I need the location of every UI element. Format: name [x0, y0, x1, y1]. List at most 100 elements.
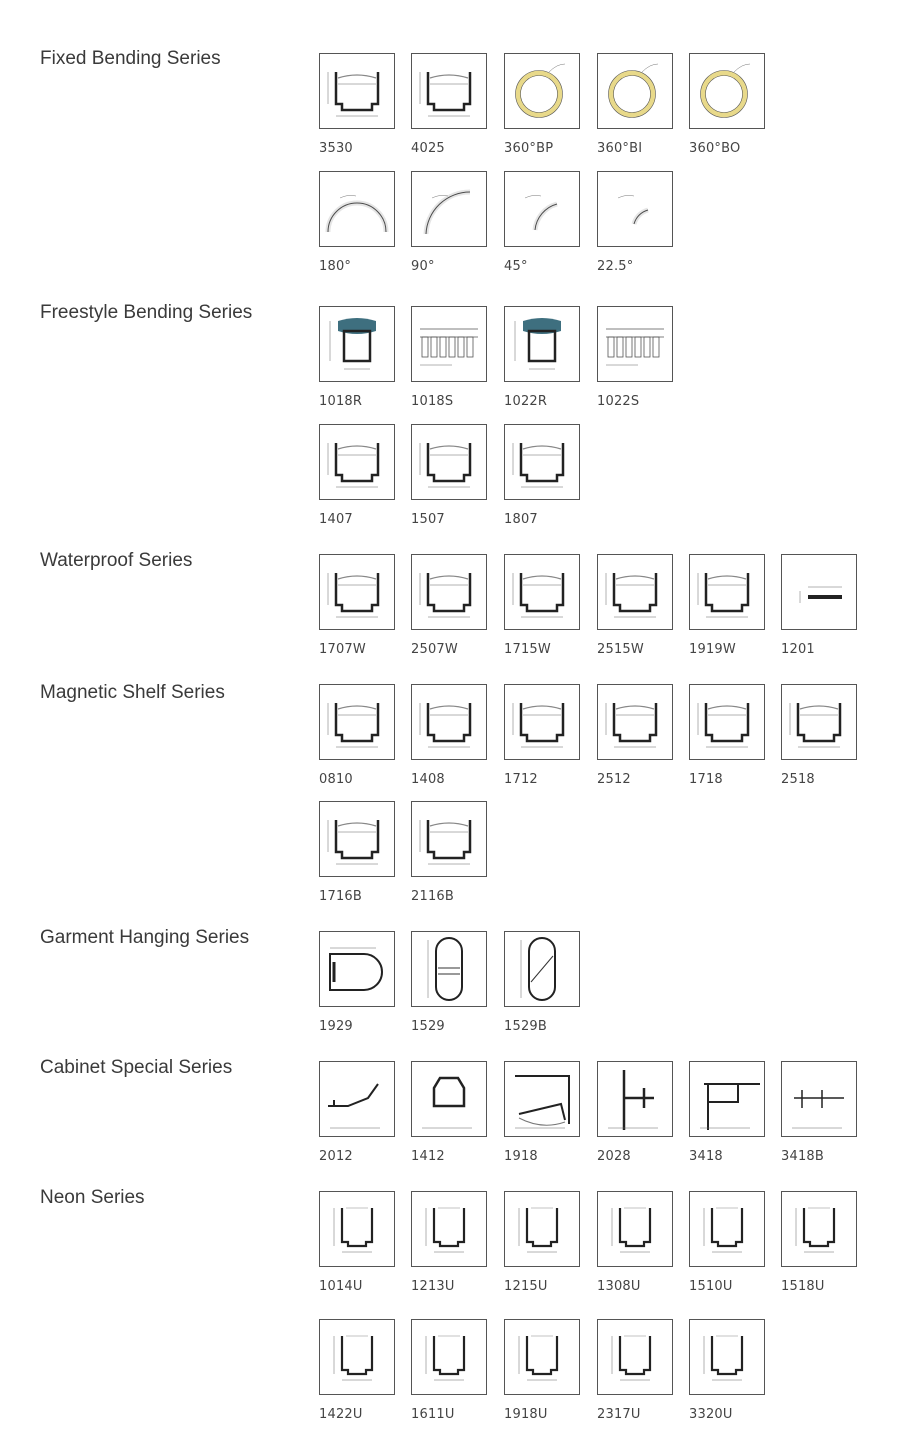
product-tile[interactable]: 1718 — [689, 684, 765, 787]
profile-thumbnail[interactable] — [504, 1061, 580, 1137]
product-tile[interactable]: 1716B — [319, 801, 395, 904]
product-tile[interactable]: 2507W — [411, 554, 487, 657]
profile-thumbnail[interactable] — [319, 306, 395, 382]
product-tile[interactable]: 360°BP — [504, 53, 580, 156]
profile-thumbnail[interactable] — [319, 53, 395, 129]
product-code[interactable]: 1529 — [411, 1019, 445, 1034]
product-tile[interactable]: 1529 — [411, 931, 487, 1034]
profile-thumbnail[interactable] — [597, 171, 673, 247]
profile-thumbnail[interactable] — [689, 53, 765, 129]
product-code[interactable]: 1422U — [319, 1407, 363, 1422]
product-code[interactable]: 1707W — [319, 642, 366, 657]
product-code[interactable]: 2515W — [597, 642, 644, 657]
product-code[interactable]: 1408 — [411, 772, 445, 787]
profile-thumbnail[interactable] — [597, 1061, 673, 1137]
product-code[interactable]: 1014U — [319, 1279, 363, 1294]
product-tile[interactable]: 1422U — [319, 1319, 395, 1422]
product-tile[interactable]: 3320U — [689, 1319, 765, 1422]
product-code[interactable]: 180° — [319, 259, 352, 274]
product-code[interactable]: 1716B — [319, 889, 363, 904]
profile-thumbnail[interactable] — [319, 171, 395, 247]
product-tile[interactable]: 360°BI — [597, 53, 673, 156]
product-code[interactable]: 3418B — [781, 1149, 825, 1164]
profile-thumbnail[interactable] — [411, 801, 487, 877]
product-tile[interactable]: 2317U — [597, 1319, 673, 1422]
profile-thumbnail[interactable] — [504, 1319, 580, 1395]
product-code[interactable]: 1529B — [504, 1019, 548, 1034]
product-code[interactable]: 22.5° — [597, 259, 634, 274]
product-tile[interactable]: 1611U — [411, 1319, 487, 1422]
product-code[interactable]: 1611U — [411, 1407, 455, 1422]
product-tile[interactable]: 1407 — [319, 424, 395, 527]
product-tile[interactable]: 2028 — [597, 1061, 673, 1164]
product-tile[interactable]: 1919W — [689, 554, 765, 657]
profile-thumbnail[interactable] — [411, 931, 487, 1007]
product-tile[interactable]: 1308U — [597, 1191, 673, 1294]
profile-thumbnail[interactable] — [411, 1191, 487, 1267]
product-tile[interactable]: 2512 — [597, 684, 673, 787]
profile-thumbnail[interactable] — [597, 53, 673, 129]
profile-thumbnail[interactable] — [781, 1191, 857, 1267]
product-code[interactable]: 3418 — [689, 1149, 723, 1164]
product-code[interactable]: 2317U — [597, 1407, 641, 1422]
profile-thumbnail[interactable] — [504, 306, 580, 382]
product-code[interactable]: 1213U — [411, 1279, 455, 1294]
product-code[interactable]: 1308U — [597, 1279, 641, 1294]
product-code[interactable]: 1807 — [504, 512, 538, 527]
product-tile[interactable]: 3418 — [689, 1061, 765, 1164]
product-code[interactable]: 1518U — [781, 1279, 825, 1294]
product-tile[interactable]: 2518 — [781, 684, 857, 787]
product-code[interactable]: 1018S — [411, 394, 454, 409]
product-tile[interactable]: 4025 — [411, 53, 487, 156]
product-code[interactable]: 1510U — [689, 1279, 733, 1294]
product-code[interactable]: 1929 — [319, 1019, 353, 1034]
product-tile[interactable]: 1018R — [319, 306, 395, 409]
product-code[interactable]: 90° — [411, 259, 435, 274]
profile-thumbnail[interactable] — [319, 1061, 395, 1137]
product-tile[interactable]: 2012 — [319, 1061, 395, 1164]
product-tile[interactable]: 1707W — [319, 554, 395, 657]
product-code[interactable]: 45° — [504, 259, 528, 274]
product-code[interactable]: 1022R — [504, 394, 548, 409]
profile-thumbnail[interactable] — [689, 1061, 765, 1137]
profile-thumbnail[interactable] — [411, 306, 487, 382]
product-tile[interactable]: 2116B — [411, 801, 487, 904]
product-code[interactable]: 1022S — [597, 394, 640, 409]
product-code[interactable]: 1718 — [689, 772, 723, 787]
product-tile[interactable]: 1022S — [597, 306, 673, 409]
product-tile[interactable]: 1408 — [411, 684, 487, 787]
profile-thumbnail[interactable] — [597, 554, 673, 630]
profile-thumbnail[interactable] — [411, 684, 487, 760]
product-code[interactable]: 360°BO — [689, 141, 741, 156]
profile-thumbnail[interactable] — [689, 554, 765, 630]
product-tile[interactable]: 3530 — [319, 53, 395, 156]
profile-thumbnail[interactable] — [781, 554, 857, 630]
product-tile[interactable]: 1215U — [504, 1191, 580, 1294]
product-tile[interactable]: 1918U — [504, 1319, 580, 1422]
product-tile[interactable]: 1712 — [504, 684, 580, 787]
product-tile[interactable]: 45° — [504, 171, 580, 274]
product-tile[interactable]: 1201 — [781, 554, 857, 657]
product-tile[interactable]: 1507 — [411, 424, 487, 527]
product-code[interactable]: 4025 — [411, 141, 445, 156]
product-code[interactable]: 2116B — [411, 889, 455, 904]
profile-thumbnail[interactable] — [319, 424, 395, 500]
profile-thumbnail[interactable] — [504, 424, 580, 500]
product-tile[interactable]: 1518U — [781, 1191, 857, 1294]
product-tile[interactable]: 180° — [319, 171, 395, 274]
product-code[interactable]: 2507W — [411, 642, 458, 657]
product-tile[interactable]: 22.5° — [597, 171, 673, 274]
profile-thumbnail[interactable] — [504, 931, 580, 1007]
profile-thumbnail[interactable] — [319, 1191, 395, 1267]
product-tile[interactable]: 1918 — [504, 1061, 580, 1164]
profile-thumbnail[interactable] — [411, 554, 487, 630]
profile-thumbnail[interactable] — [597, 1319, 673, 1395]
profile-thumbnail[interactable] — [411, 1061, 487, 1137]
profile-thumbnail[interactable] — [597, 684, 673, 760]
profile-thumbnail[interactable] — [504, 554, 580, 630]
product-code[interactable]: 1215U — [504, 1279, 548, 1294]
product-code[interactable]: 0810 — [319, 772, 353, 787]
product-tile[interactable]: 1014U — [319, 1191, 395, 1294]
product-tile[interactable]: 90° — [411, 171, 487, 274]
product-code[interactable]: 2518 — [781, 772, 815, 787]
